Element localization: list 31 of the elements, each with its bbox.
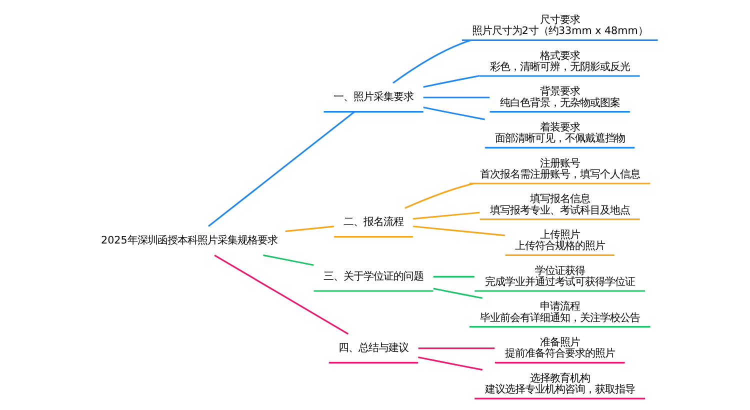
node-text: 一、照片采集要求 xyxy=(333,91,414,104)
node-text: 上传照片 上传符合规格的照片 xyxy=(514,228,604,252)
node-text: 着装要求 面部清晰可见，不佩戴遮挡物 xyxy=(494,121,624,145)
node-text: 申请流程 毕业前会有详细通知，关注学校公告 xyxy=(479,300,640,324)
node-text: 2025年深圳函授本科照片采集规格要求 xyxy=(100,234,277,247)
connector xyxy=(432,276,474,278)
node-text: 四、总结与建议 xyxy=(338,342,408,354)
node-text: 注册账号 首次报名需注册账号，填写个人信息 xyxy=(479,157,640,180)
connector xyxy=(262,254,314,266)
node-text: 二、报名流程 xyxy=(343,216,404,228)
connector xyxy=(412,212,480,220)
connector xyxy=(422,96,490,98)
connector xyxy=(422,74,480,88)
node-text: 填写报名信息 填写报考专业、考试科目及地点 xyxy=(489,193,630,216)
node-text: 学位证获得 完成学业并通过考试可获得学位证 xyxy=(484,264,634,288)
connector xyxy=(214,254,348,335)
connector xyxy=(432,288,482,299)
node-text: 选择教育机构 建议选择专业机构咨询，获取指导 xyxy=(484,372,634,396)
node-text: 尺寸要求 照片尺寸为2寸（约33mm x 48mm） xyxy=(471,14,648,38)
node-text: 格式要求 彩色，清晰可辨，无阴影或反光 xyxy=(489,50,630,73)
connector xyxy=(404,182,474,209)
node-text: 三、关于学位证的问题 xyxy=(323,270,424,282)
connector xyxy=(207,111,354,227)
node-text: 背景要求 纯白色背景，无杂物或图案 xyxy=(499,86,620,109)
connector xyxy=(284,226,334,232)
connector xyxy=(392,39,470,84)
connector xyxy=(412,226,505,236)
connector xyxy=(418,356,482,371)
connector xyxy=(418,348,494,350)
connector xyxy=(422,106,484,120)
node-text: 准备照片 提前准备符合要求的照片 xyxy=(504,336,614,360)
